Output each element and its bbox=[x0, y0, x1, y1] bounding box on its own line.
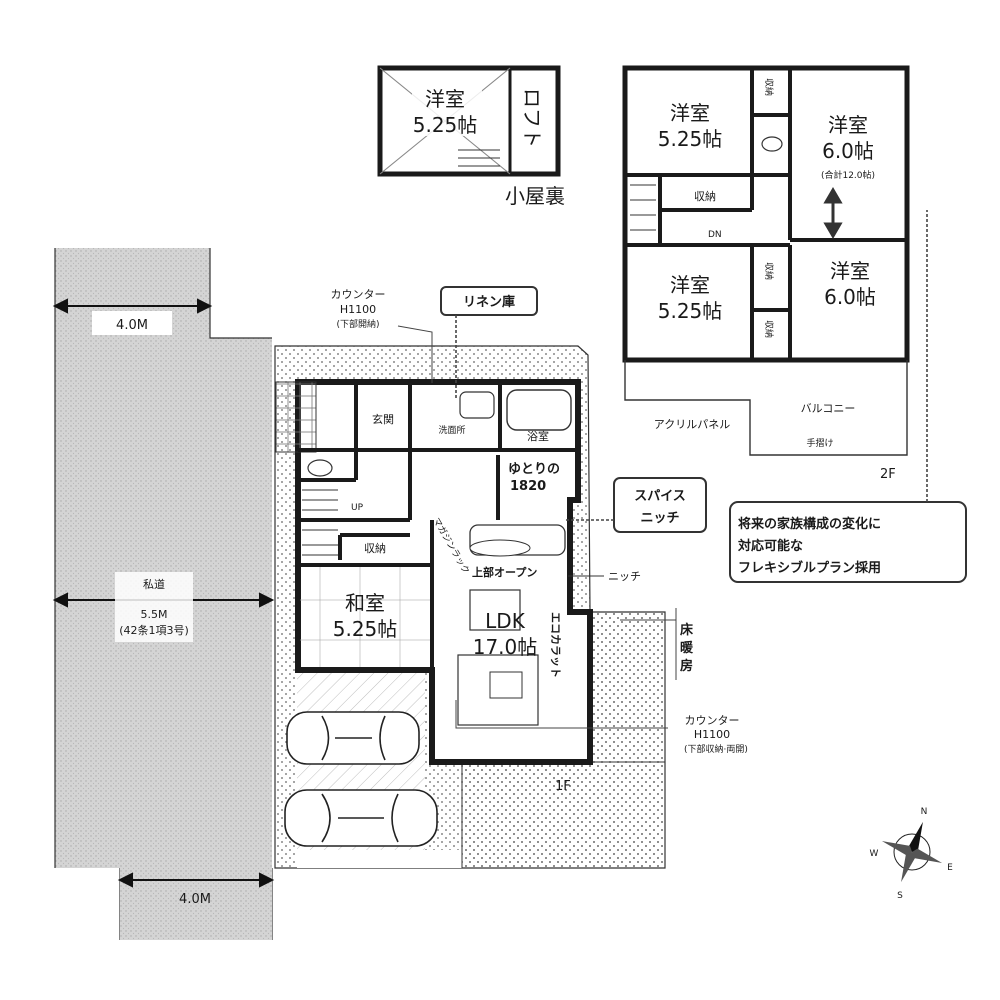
spice-line2: ニッチ bbox=[640, 511, 679, 526]
room-name-2f-2: 洋室 bbox=[828, 113, 868, 137]
storage-2f-d: 収納 bbox=[763, 320, 775, 338]
ecocarat-label: エコカラット bbox=[549, 612, 562, 678]
room-label-washitsu: 和室 bbox=[345, 591, 385, 615]
roof-space-label: 小屋裏 bbox=[505, 184, 565, 208]
storage-1f: 収納 bbox=[364, 542, 386, 555]
counter-bottom-callout: カウンター H1100 (下部収納·両開) bbox=[455, 700, 748, 755]
car-icon bbox=[286, 711, 420, 765]
private-road-law: (42条1項3号) bbox=[119, 623, 189, 637]
room-name-2f-1: 洋室 bbox=[670, 101, 710, 125]
dimension-bottom bbox=[117, 872, 275, 888]
room-size-2f-4: 6.0帖 bbox=[824, 285, 876, 309]
room-size-2f-2: 6.0帖 bbox=[822, 139, 874, 163]
floor-heating-callout: 床 暖 房 bbox=[620, 608, 694, 680]
floor-heat-2: 暖 bbox=[680, 640, 694, 656]
floor2-room-labels: 洋室 5.25帖 洋室 6.0帖 (合計12.0帖) 洋室 5.25帖 洋室 6… bbox=[654, 78, 896, 482]
compass-icon: N E S W bbox=[870, 807, 954, 901]
floor-heat-3: 房 bbox=[680, 658, 693, 674]
private-road-width: 5.5M bbox=[141, 608, 168, 621]
handrail-label: 手摺け bbox=[806, 437, 833, 449]
flex-line3: フレキシブルプラン採用 bbox=[738, 560, 881, 576]
compass-s: S bbox=[897, 891, 903, 901]
road-width-top: 4.0M bbox=[116, 318, 148, 333]
dimension-top bbox=[52, 298, 213, 314]
room-label-ldk: LDK bbox=[485, 609, 526, 633]
flex-line2: 対応可能な bbox=[737, 538, 803, 554]
loft-room-size: 5.25帖 bbox=[413, 113, 478, 137]
room-label-bath: 浴室 bbox=[527, 429, 549, 443]
counter-bot-line2: H1100 bbox=[694, 728, 730, 741]
floor-heat-1: 床 bbox=[680, 622, 694, 638]
private-road-label: 私道 bbox=[143, 577, 165, 591]
niche-label: ニッチ bbox=[608, 570, 641, 583]
stairs-up: UP bbox=[351, 503, 364, 513]
open-above: 上部オープン bbox=[472, 565, 537, 579]
storage-2f-a: 収納 bbox=[694, 190, 716, 203]
room-label-genkan: 玄関 bbox=[372, 412, 394, 426]
counter-bot-line1: カウンター bbox=[685, 714, 740, 727]
linen-label: リネン庫 bbox=[463, 294, 515, 310]
room-label-senmen: 洗面所 bbox=[438, 424, 465, 436]
floor2-label: 2F bbox=[880, 467, 896, 482]
room-name-2f-3: 洋室 bbox=[670, 273, 710, 297]
room-size-2f-1: 5.25帖 bbox=[658, 127, 723, 151]
room-note-2f-2: (合計12.0帖) bbox=[821, 169, 875, 181]
storage-2f-c: 収納 bbox=[763, 262, 775, 280]
counter-top-line1: カウンター bbox=[331, 288, 386, 301]
compass-n: N bbox=[921, 807, 928, 817]
room-name-2f-4: 洋室 bbox=[830, 259, 870, 283]
spice-niche-callout: スパイス ニッチ bbox=[566, 477, 707, 533]
loft-room-label: 洋室 bbox=[425, 87, 465, 111]
counter-bot-line3: (下部収納·両開) bbox=[684, 743, 748, 755]
floor1-label: 1F bbox=[555, 779, 571, 794]
floor2-house bbox=[622, 65, 910, 456]
room-size-2f-3: 5.25帖 bbox=[658, 299, 723, 323]
yutori-label: ゆとりの bbox=[508, 462, 560, 477]
flexible-plan-callout: 将来の家族構成の変化に 対応可能な フレキシブルプラン採用 bbox=[729, 210, 967, 583]
acrylic-panel-label: アクリルパネル bbox=[654, 418, 730, 431]
counter-top-callout: カウンター H1100 (下部開納) bbox=[331, 288, 433, 383]
compass-w: W bbox=[870, 849, 879, 859]
spice-line1: スパイス bbox=[634, 489, 686, 504]
flex-line1: 将来の家族構成の変化に bbox=[738, 516, 881, 532]
loft-label: ロフト bbox=[520, 88, 544, 148]
counter-top-line2: H1100 bbox=[340, 303, 376, 316]
room-size-ldk: 17.0帖 bbox=[473, 635, 538, 659]
storage-2f-b: 収納 bbox=[763, 78, 775, 96]
floor1-house bbox=[275, 379, 593, 765]
car-icon bbox=[284, 789, 438, 847]
road-width-bottom: 4.0M bbox=[179, 892, 211, 907]
stairs-dn: DN bbox=[708, 230, 722, 240]
room-size-washitsu: 5.25帖 bbox=[333, 617, 398, 641]
yutori-number: 1820 bbox=[510, 479, 546, 494]
linen-callout: リネン庫 bbox=[440, 286, 538, 398]
compass-e: E bbox=[947, 863, 953, 873]
balcony-label: バルコニー bbox=[801, 402, 856, 415]
counter-top-line3: (下部開納) bbox=[336, 318, 379, 330]
private-road bbox=[54, 248, 273, 940]
